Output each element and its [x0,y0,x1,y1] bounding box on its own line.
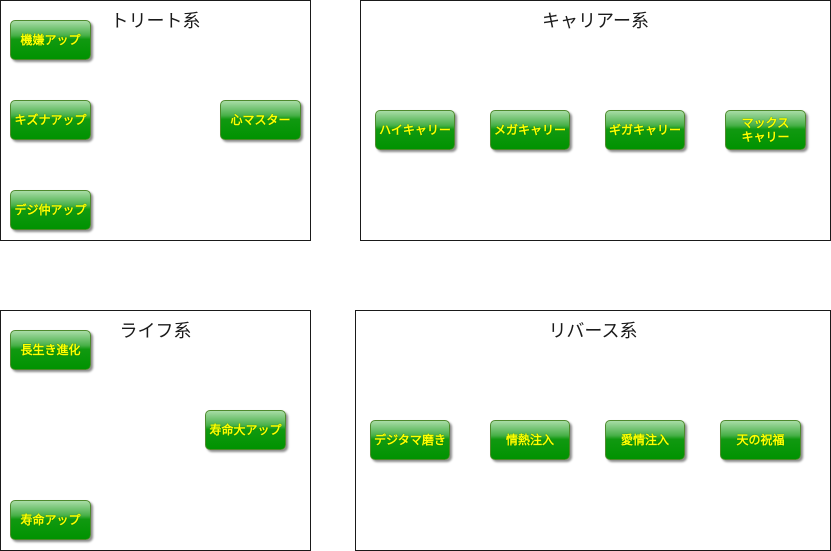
node-jumyou-dai-up[interactable]: 寿命大アップ [205,410,286,450]
node-nagaiki-shinka[interactable]: 長生き進化 [10,330,91,370]
node-kokoro-master[interactable]: 心マスター [220,100,301,140]
node-digitama-migaki[interactable]: デジタマ磨き [370,420,450,460]
node-high-carry[interactable]: ハイキャリー [375,110,455,150]
rebirth-panel-title: リバース系 [548,321,638,342]
node-max-carry[interactable]: マックス キャリー [725,110,806,150]
node-ten-no-shukufuku[interactable]: 天の祝福 [720,420,801,460]
node-kigen-up[interactable]: 機嫌アップ [10,20,91,60]
node-mega-carry[interactable]: メガキャリー [490,110,570,150]
node-dejinaka-up[interactable]: デジ仲アップ [10,190,91,230]
life-panel-title: ライフ系 [119,321,192,342]
treat-panel-title: トリート系 [110,11,201,32]
node-kizuna-up[interactable]: キズナアップ [10,100,91,140]
career-panel-title: キャリアー系 [542,11,649,32]
node-jounetsu-chuunyuu[interactable]: 情熱注入 [490,420,570,460]
node-jumyou-up[interactable]: 寿命アップ [10,500,91,540]
node-aijou-chuunyuu[interactable]: 愛情注入 [605,420,685,460]
node-giga-carry[interactable]: ギガキャリー [605,110,685,150]
